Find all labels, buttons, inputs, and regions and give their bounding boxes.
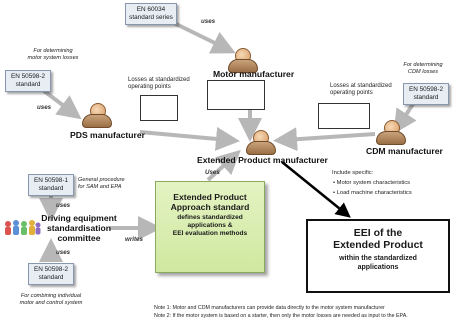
actor-committee-line2: standardisation [47,223,111,233]
pds-manufacturer-body-icon [82,114,112,128]
actor-committee: Driving equipment standardisation commit… [40,213,118,243]
en50598-2-bottom-box: EN 50598-2 standard [28,263,74,285]
footnote-2: Note 2: If the motor system is based on … [154,313,408,319]
bullet-load-machine: • Load machine characteristics [333,190,412,196]
bullet-motor-system: • Motor system characteristics [333,180,411,186]
include-specific-intro: Include specific: [332,170,374,176]
note-general-procedure-line1: General procedure [78,177,125,183]
en50598-1-line1: EN 50598-1 [33,177,69,184]
actor-committee-line1: Driving equipment [41,213,117,223]
arrow-en60034-to-motor [171,20,236,54]
extended-manufacturer-body-icon [246,141,276,155]
eei-body-line1: within the standardized [339,255,417,262]
label-uses-en50598-1: uses [56,202,71,209]
note-combining-line2: motor and control system [19,300,83,306]
note-cdm-losses-line2: CDM losses [407,69,439,75]
en50598-2-left-box: EN 50598-2 standard [5,70,51,92]
note-combining-line1: For combining individual [20,293,82,299]
en50598-2-right-line1: EN 50598-2 [408,86,444,93]
note-cdm-losses-line1: For determining [403,62,443,68]
arrow-cdm-to-extended [273,127,376,152]
en50598-2-right-line2: standard [413,94,439,101]
arrow-epa-to-extended [206,149,241,182]
bullet-motor-system-text: Motor system characteristics [336,180,411,186]
motor-manufacturer-body-icon [228,59,258,73]
footnote-1: Note 1: Motor and CDM manufacturers can … [154,305,385,311]
en60034-line2: standard series [129,14,173,21]
actor-motor-manufacturer: Motor manufacturer [213,69,295,79]
epa-body-line1: defines standardized [177,214,243,221]
note-general-procedure: General procedure for SAM and EPA [78,177,148,191]
cdm-manufacturer-body-icon [376,131,406,145]
note-general-procedure-line2: for SAM and EPA [78,184,122,190]
arrow-extended-to-eei [281,161,351,218]
note-motor-losses: For determining motor system losses [13,48,93,62]
note-motor-losses-line1: For determining [33,48,73,54]
note-motor-losses-line2: motor system losses [27,55,79,61]
note-cdm-losses: For determining CDM losses [392,62,454,76]
bullet-load-machine-text: Load machine characteristics [336,190,412,196]
en50598-2-right-box: EN 50598-2 standard [403,83,449,105]
epa-title-line1: Extended Product [173,192,247,202]
eei-body-line2: applications [357,264,399,271]
epa-title-line2: Approach standard [170,202,250,212]
epa-body-line3: EEI evaluation methods [172,230,248,237]
epa-standard-box: Extended Product Approach standard defin… [155,181,265,273]
include-specific-list: Include specific: • Motor system charact… [332,170,442,197]
committee-group-icon [5,220,41,235]
actor-committee-line3: committee [57,233,101,243]
label-losses-left-line1: Losses at standardized [128,77,190,83]
epa-body-line2: applications & [187,222,233,229]
label-uses-en60034: uses [201,18,216,25]
label-losses-right-line1: Losses at standardized [330,83,392,89]
en60034-line1: EN 60034 [136,6,166,13]
label-writes: writes [125,236,143,243]
eei-result-box: EEI of the Extended Product within the s… [306,219,450,293]
label-uses-center: Uses [205,169,220,176]
actor-pds-manufacturer: PDS manufacturer [70,130,145,140]
en50598-1-box: EN 50598-1 standard [28,174,74,196]
eei-title-line1: EEI of the [353,227,403,239]
arrow-en50598-to-cdm [393,102,417,135]
label-losses-left: Losses at standardized operating points [128,77,208,91]
arrow-en50598-to-pds [42,89,82,120]
label-uses-bottom: uses [56,249,71,256]
arrow-pds-to-extended [139,126,240,151]
loss-chart-pds [140,95,178,121]
label-losses-right: Losses at standardized operating points [330,83,406,97]
loss-chart-motor [207,80,265,110]
label-uses-left: uses [37,104,52,111]
label-losses-left-line2: operating points [128,84,171,90]
en50598-2-bottom-line2: standard [38,274,64,281]
footnotes: Note 1: Motor and CDM manufacturers can … [154,304,459,320]
loss-chart-cdm [318,103,370,129]
label-losses-right-line2: operating points [330,90,373,96]
en60034-standard-box: EN 60034 standard series [125,3,177,25]
actor-cdm-manufacturer: CDM manufacturer [366,146,443,156]
eei-title-line2: Extended Product [333,239,423,251]
note-combining: For combining individual motor and contr… [5,293,97,307]
en50598-2-left-line2: standard [15,81,41,88]
en50598-2-bottom-line1: EN 50598-2 [33,266,69,273]
en50598-1-line2: standard [38,185,64,192]
actor-extended-product-manufacturer: Extended Product manufacturer [197,155,328,165]
en50598-2-left-line1: EN 50598-2 [10,73,46,80]
